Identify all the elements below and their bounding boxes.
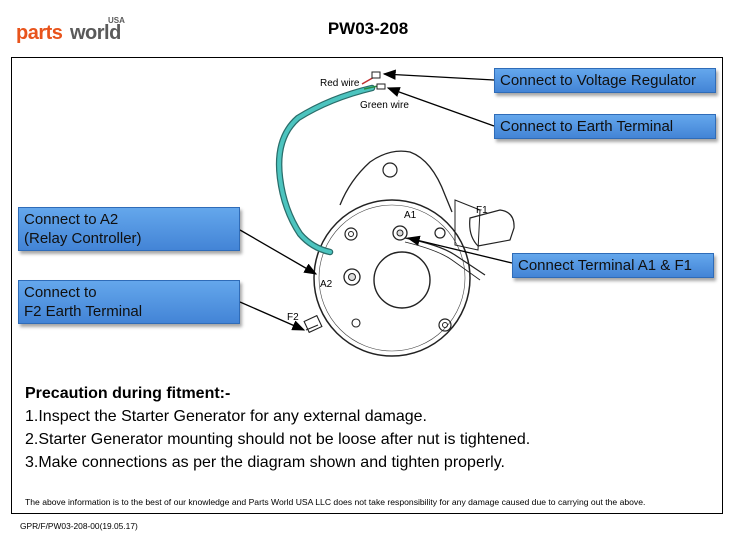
centre-bearing (373, 251, 431, 309)
bolt-hole (438, 318, 452, 332)
precaution-title: Precaution during fitment:- (25, 385, 231, 402)
content-frame (11, 57, 723, 514)
page-title: PW03-208 (327, 19, 409, 38)
terminal-a1 (392, 225, 408, 241)
terminal-a2 (343, 268, 361, 286)
arrow-voltage-regulator (382, 69, 495, 81)
generator-body (313, 199, 471, 357)
label-a1: A1 (404, 210, 417, 221)
bolt-hole (348, 231, 354, 237)
terminal-a2-stud (348, 273, 356, 281)
label-a2: A2 (320, 279, 333, 290)
terminal-f2-stud (305, 324, 319, 331)
label-green-wire: Green wire (360, 100, 409, 111)
terminal-f2 (303, 314, 323, 334)
f1-connector (469, 209, 515, 247)
logo-usa-text: USA (108, 16, 125, 25)
callout-a2-relay: Connect to A2 (Relay Controller) (18, 207, 240, 251)
logo-world-text: world (70, 22, 121, 44)
disclaimer-text: The above information is to the best of … (25, 497, 646, 507)
callout-a2-line2: (Relay Controller) (24, 230, 142, 247)
red-wire-lug (371, 71, 381, 79)
callout-voltage-regulator-text: Connect to Voltage Regulator (500, 72, 696, 89)
green-wire-tip (363, 85, 379, 90)
f1-cable-edge (404, 241, 481, 281)
precaution-step: 2.Starter Generator mounting should not … (25, 431, 531, 448)
mounting-hole (382, 162, 398, 178)
green-wire-core (277, 86, 374, 254)
bolt-hole (434, 227, 446, 239)
label-f2: F2 (287, 312, 299, 323)
label-red-wire: Red wire (320, 78, 360, 89)
green-wire-lug (376, 83, 386, 90)
callout-earth-terminal-text: Connect to Earth Terminal (500, 118, 674, 135)
f1-boss (454, 199, 481, 251)
arrow-terminal-a1-f1 (406, 235, 513, 264)
callout-f2-earth: Connect to F2 Earth Terminal (18, 280, 240, 324)
callout-terminal-a1-f1: Connect Terminal A1 & F1 (512, 253, 714, 278)
callout-f2-line1: Connect to (24, 284, 97, 301)
precaution-step: 1.Inspect the Starter Generator for any … (25, 408, 427, 425)
callout-a2-line1: Connect to A2 (24, 211, 119, 228)
bolt-hole (442, 322, 448, 328)
generator-mounting-bracket (339, 150, 453, 213)
callout-f2-line2: F2 Earth Terminal (24, 303, 143, 320)
bolt-hole (344, 227, 358, 241)
generator-body-inner-rim (318, 204, 466, 352)
callout-terminal-a1-f1-text: Connect Terminal A1 & F1 (518, 257, 692, 274)
arrow-f2 (239, 301, 306, 331)
callout-earth-terminal: Connect to Earth Terminal (494, 114, 716, 139)
label-f1: F1 (476, 205, 488, 216)
document-code: GPR/F/PW03-208-00(19.05.17) (20, 521, 138, 531)
precaution-step: 3.Make connections as per the diagram sh… (25, 454, 505, 471)
logo-parts-text: parts (16, 22, 63, 44)
arrow-a2 (239, 229, 318, 275)
bolt-hole (351, 318, 361, 328)
arrow-earth-terminal (386, 87, 495, 127)
callout-voltage-regulator: Connect to Voltage Regulator (494, 68, 716, 93)
green-wire (275, 84, 376, 256)
terminal-a1-stud (396, 229, 404, 237)
